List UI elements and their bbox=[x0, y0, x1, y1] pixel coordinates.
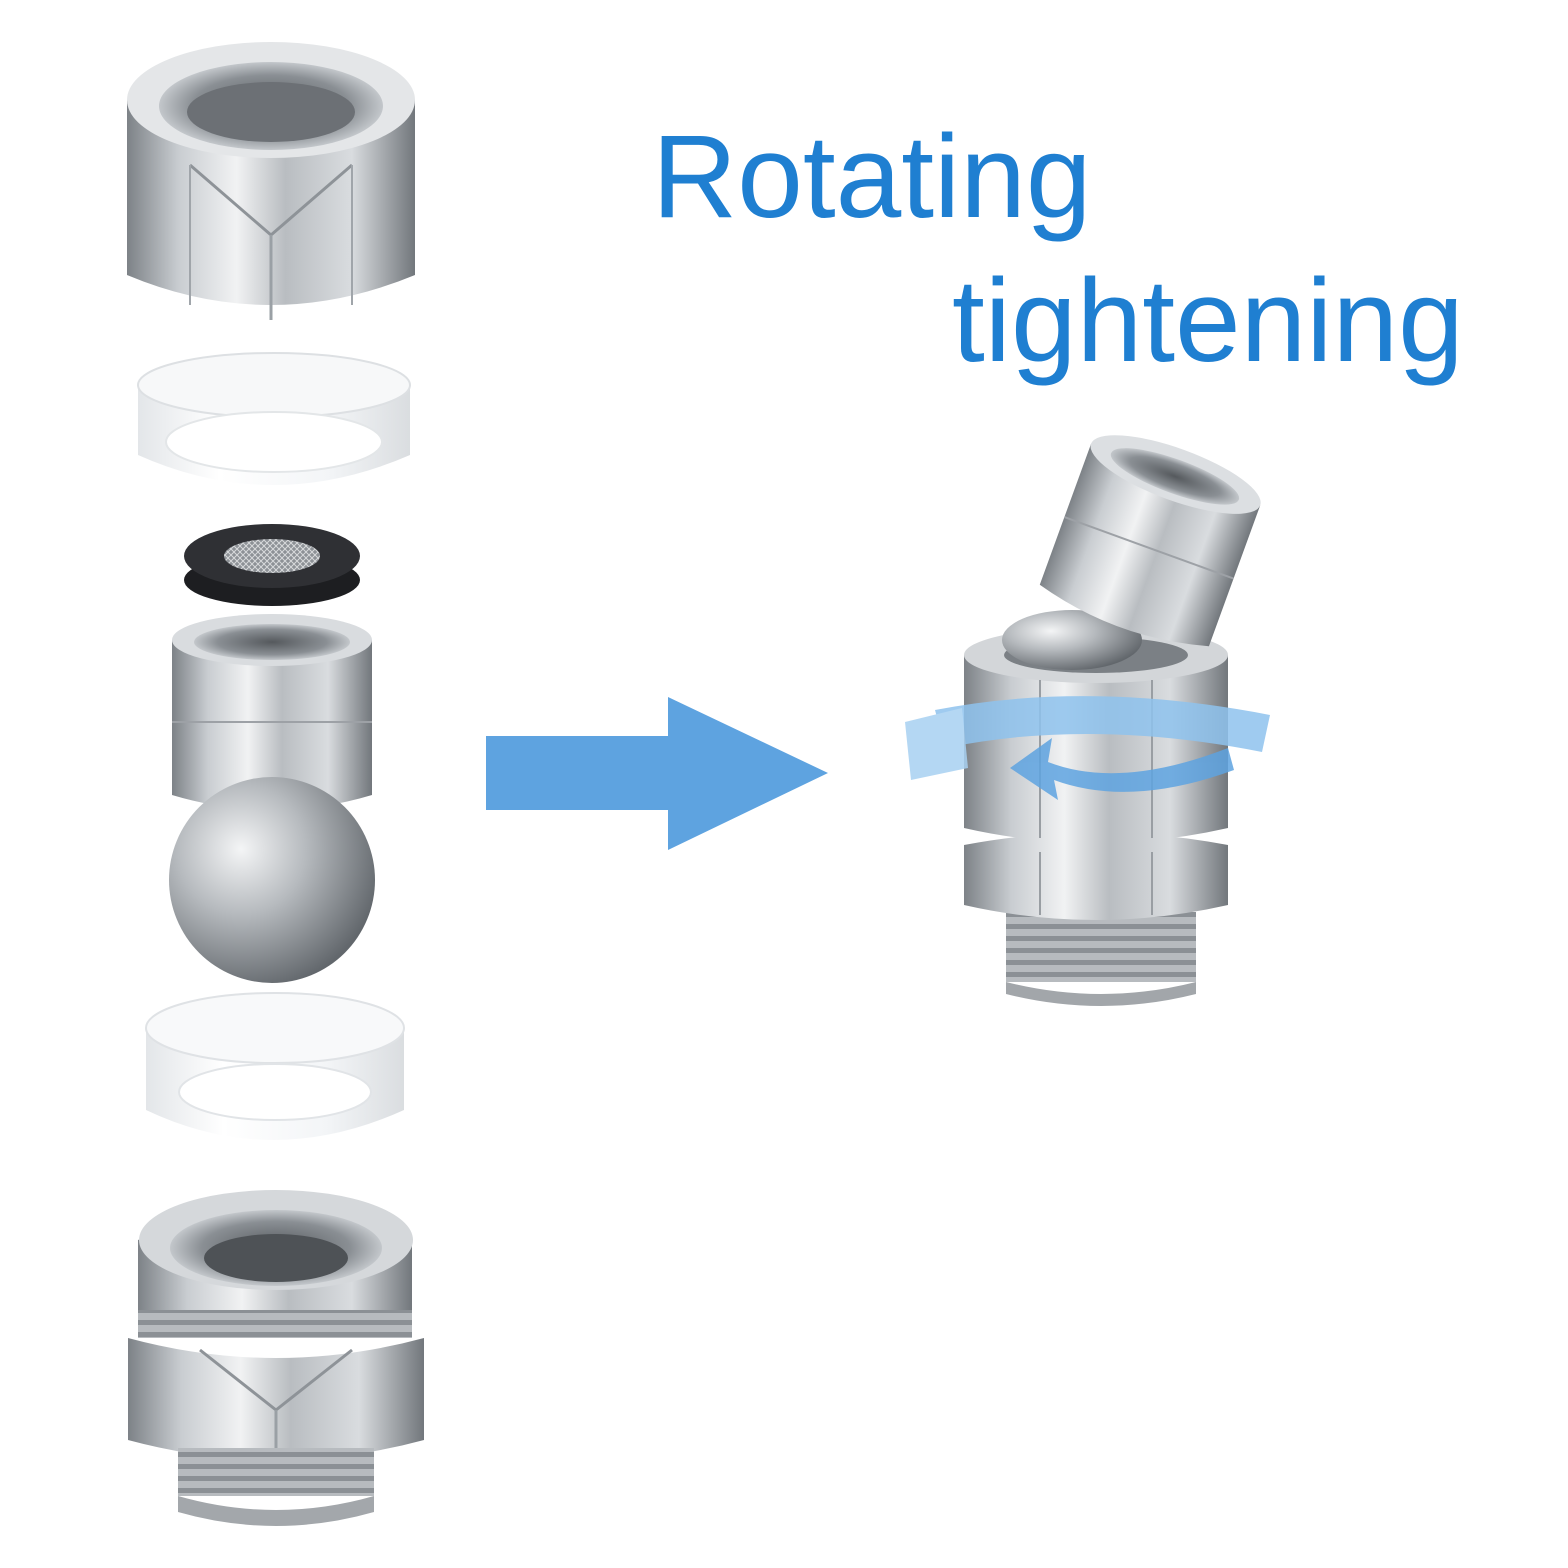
caption-line-1: Rotating bbox=[652, 111, 1092, 243]
rotation-ring-icon bbox=[905, 696, 1270, 800]
threaded-base-icon bbox=[128, 1190, 424, 1526]
white-ptfe-ring-icon bbox=[145, 992, 405, 1140]
hex-cap-nut-icon bbox=[127, 42, 415, 320]
ball-joint-stem-icon bbox=[169, 614, 375, 983]
white-ptfe-ring-icon bbox=[137, 352, 411, 485]
rubber-filter-washer-icon bbox=[184, 524, 360, 606]
right-arrow-icon bbox=[486, 697, 828, 850]
caption-line-2: tightening bbox=[952, 255, 1464, 387]
swivel-adapter-icon bbox=[964, 435, 1261, 1006]
exploded-parts-stack bbox=[127, 42, 424, 1526]
